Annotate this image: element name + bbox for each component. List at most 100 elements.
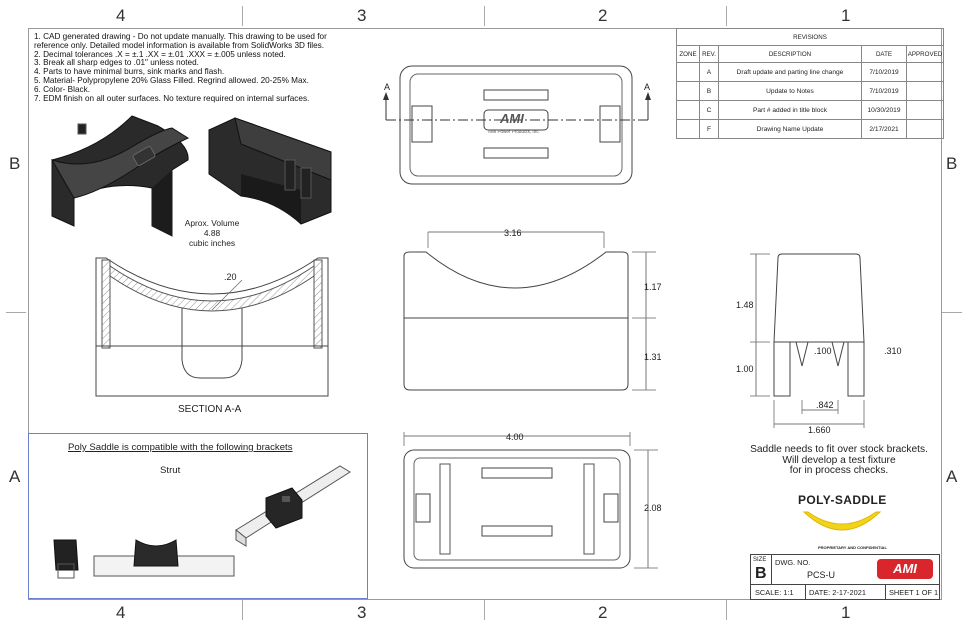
volume-note: Aprox. Volume 4.88 cubic inches <box>180 218 244 248</box>
iso-render-rear <box>208 117 332 225</box>
zone-right-b: B <box>946 154 958 173</box>
rev-header-zone: ZONE <box>676 45 700 63</box>
embossed-subtext: AMI Power Products, Inc. <box>488 129 540 134</box>
rev-cell-date: 7/10/2019 <box>861 62 907 82</box>
rev-cell-rev: F <box>699 119 719 139</box>
volume-line: Aprox. Volume 4.88 <box>184 218 240 238</box>
brand-name: POLY-SADDLE <box>798 493 887 507</box>
dim-side-h-upper: 1.48 <box>736 300 754 310</box>
rev-header-approved: APPROVED <box>906 45 944 63</box>
dim-wall: .20 <box>224 272 237 282</box>
section-view <box>95 257 329 397</box>
compat-title: Poly Saddle is compatible with the follo… <box>68 442 293 453</box>
note-line: 5. Material- Polypropylene 20% Glass Fil… <box>34 75 309 85</box>
saddle-note-line: Saddle needs to fit over stock brackets. <box>750 444 928 455</box>
brand-tagline: PROPRIETARY AND CONFIDENTIAL <box>818 545 887 550</box>
rev-cell-date: 7/10/2019 <box>861 81 907 101</box>
saddle-note-line: Will develop a test fixture <box>782 454 896 466</box>
zone-right-a: A <box>946 467 958 486</box>
rev-cell-zone <box>676 100 700 120</box>
zone-bottom-4: 4 <box>116 603 126 622</box>
revision-row: F Drawing Name Update 2/17/2021 <box>676 119 944 139</box>
section-arrow-left: A <box>384 82 391 92</box>
strut-renders <box>53 465 351 579</box>
side-view <box>750 253 865 428</box>
section-arrow-right: A <box>644 82 651 92</box>
dim-inner-gap: .842 <box>816 400 834 410</box>
rev-cell-rev: A <box>699 62 719 82</box>
tb-divider <box>751 584 939 585</box>
zone-divider <box>484 6 485 26</box>
rev-cell-rev: B <box>699 81 719 101</box>
rev-header-rev: REV. <box>699 45 719 63</box>
volume-line: cubic inches <box>188 238 236 248</box>
rev-cell-date: 10/30/2019 <box>861 100 907 120</box>
note-line: 4. Parts to have minimal burrs, sink mar… <box>34 67 225 77</box>
general-notes: 1. CAD generated drawing - Do not update… <box>34 32 364 103</box>
tb-divider <box>805 584 806 599</box>
compat-panel <box>28 433 368 599</box>
rev-cell-approved <box>906 119 944 139</box>
zone-top-3: 3 <box>357 6 367 25</box>
revision-row: A Draft update and parting line change 7… <box>676 62 944 82</box>
tb-size-label: SIZE <box>753 557 767 563</box>
dim-slot-offset: .310 <box>884 346 902 356</box>
zone-bottom-1: 1 <box>841 603 851 622</box>
rev-cell-zone <box>676 81 700 101</box>
revisions-title: REVISIONS <box>676 28 944 46</box>
rev-cell-zone <box>676 119 700 139</box>
zone-divider <box>726 600 727 620</box>
note-line: 1. CAD generated drawing - Do not update… <box>34 32 327 41</box>
section-label: SECTION A-A <box>178 404 242 415</box>
zone-divider <box>942 312 962 313</box>
rev-cell-approved <box>906 81 944 101</box>
front-view <box>403 231 656 391</box>
note-line: 6. Color- Black. <box>34 84 90 94</box>
dim-width-top: 3.16 <box>504 228 522 238</box>
tb-scale: SCALE: 1:1 <box>755 588 794 597</box>
rev-cell-description: Drawing Name Update <box>718 119 862 139</box>
rev-cell-date: 2/17/2021 <box>861 119 907 139</box>
dim-h-upper: 1.17 <box>644 282 662 292</box>
rev-cell-description: Part # added in title block <box>718 100 862 120</box>
revision-row: C Part # added in title block 10/30/2019 <box>676 100 944 120</box>
saddle-note: Saddle needs to fit over stock brackets.… <box>746 444 932 477</box>
tb-sheet: SHEET 1 OF 1 <box>889 588 939 597</box>
rev-cell-zone <box>676 62 700 82</box>
zone-left-b: B <box>9 154 21 173</box>
zone-top-2: 2 <box>598 6 608 25</box>
top-view <box>383 65 651 185</box>
tb-dwg-label: DWG. NO. <box>775 558 811 567</box>
tb-logo: AMI <box>877 559 933 579</box>
zone-top-1: 1 <box>841 6 851 25</box>
zone-left-a: A <box>9 467 21 486</box>
tb-divider <box>885 584 886 599</box>
drawing-frame <box>28 28 942 600</box>
note-line: 2. Decimal tolerances .X = ±.1 .XX = ±.0… <box>34 49 286 59</box>
title-block: SIZE B DWG. NO. PCS-U AMI SCALE: 1:1 DAT… <box>750 554 940 600</box>
rev-header-date: DATE <box>861 45 907 63</box>
zone-top-4: 4 <box>116 6 126 25</box>
bottom-view <box>403 432 658 569</box>
rev-cell-approved <box>906 62 944 82</box>
rev-cell-description: Update to Notes <box>718 81 862 101</box>
iso-render-front <box>50 115 190 237</box>
brand-logo-arc <box>802 511 882 531</box>
zone-bottom-2: 2 <box>598 603 608 622</box>
rev-cell-rev: C <box>699 100 719 120</box>
dim-length: 4.00 <box>506 432 524 442</box>
compat-subtitle: Strut <box>160 465 181 476</box>
dim-depth: 2.08 <box>644 503 662 513</box>
revisions-table: REVISIONS ZONE REV. DESCRIPTION DATE APP… <box>676 28 944 139</box>
zone-divider <box>242 600 243 620</box>
dim-overall: 1.660 <box>808 425 831 435</box>
tb-date: DATE: 2-17-2021 <box>809 588 866 597</box>
embossed-logo: AMI <box>500 111 524 126</box>
dim-side-h-lower: 1.00 <box>736 364 754 374</box>
zone-divider <box>242 6 243 26</box>
tb-size-value: B <box>755 565 767 582</box>
tb-divider <box>771 555 772 584</box>
dim-slot-width: .100 <box>814 346 832 356</box>
tb-dwg-no: PCS-U <box>807 570 836 580</box>
zone-divider <box>484 600 485 620</box>
